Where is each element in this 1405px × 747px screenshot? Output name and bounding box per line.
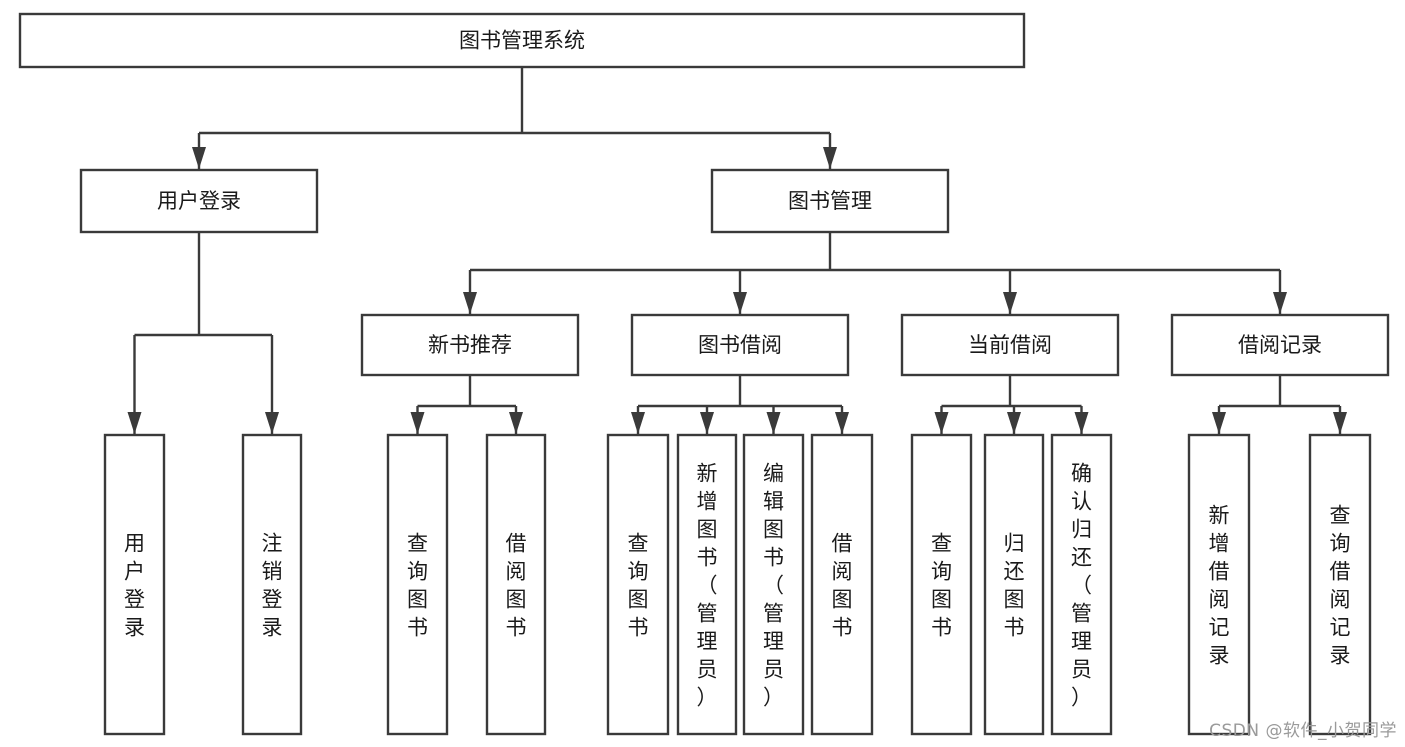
leaf-node-7[interactable]: 借阅图书 xyxy=(810,433,874,736)
leaf-node-box[interactable] xyxy=(103,433,166,736)
leaf-node-box[interactable] xyxy=(910,433,973,736)
arrow-head-icon xyxy=(1212,412,1226,434)
arrow-head-icon xyxy=(127,412,142,434)
arrow-head-icon xyxy=(700,412,714,434)
root-node-label: 图书管理系统 xyxy=(459,29,585,53)
arrow-head-icon xyxy=(823,147,837,169)
leaf-node-12[interactable]: 查询借阅记录 xyxy=(1308,433,1372,736)
leaf-node-9[interactable]: 归还图书 xyxy=(983,433,1045,736)
arrow-head-icon xyxy=(463,292,477,314)
arrow-head-icon xyxy=(1003,292,1017,314)
leaf-node-10[interactable]: 确认归还（管理员） xyxy=(1050,433,1113,736)
arrow-head-icon xyxy=(631,412,645,434)
level2-node-box[interactable] xyxy=(710,168,950,234)
leaf-node-label: 新增图书（管理员） xyxy=(697,461,718,709)
arrow-head-icon xyxy=(509,412,523,434)
leaf-node-5[interactable]: 新增图书（管理员） xyxy=(676,433,738,736)
level2-node-1[interactable]: 图书管理 xyxy=(710,168,950,234)
level3-node-1[interactable]: 图书借阅 xyxy=(630,313,850,377)
connector-layer xyxy=(127,67,1347,434)
leaf-node-box[interactable] xyxy=(810,433,874,736)
leaf-node-4[interactable]: 查询图书 xyxy=(606,433,670,736)
leaf-node-box[interactable] xyxy=(241,433,303,736)
leaf-node-label: 新增借阅记录 xyxy=(1209,503,1230,667)
leaf-node-label: 确认归还（管理员） xyxy=(1071,461,1092,709)
leaf-node-box[interactable] xyxy=(606,433,670,736)
arrow-head-icon xyxy=(934,412,949,434)
leaf-node-label: 编辑图书（管理员） xyxy=(763,461,784,709)
leaf-node-box[interactable] xyxy=(485,433,547,736)
arrow-head-icon xyxy=(733,292,747,314)
leaf-node-label: 注销登录 xyxy=(262,531,283,639)
level3-node-3[interactable]: 借阅记录 xyxy=(1170,313,1390,377)
level3-node-box[interactable] xyxy=(630,313,850,377)
leaf-node-label: 借阅图书 xyxy=(832,531,853,639)
leaf-node-box[interactable] xyxy=(1308,433,1372,736)
arrow-head-icon xyxy=(835,412,849,434)
leaf-node-box[interactable] xyxy=(1050,433,1113,736)
leaf-node-label: 用户登录 xyxy=(124,531,145,639)
level2-node-box[interactable] xyxy=(79,168,319,234)
leaf-node-0[interactable]: 用户登录 xyxy=(103,433,166,736)
arrow-head-icon xyxy=(1074,412,1089,434)
level3-node-label: 新书推荐 xyxy=(428,333,512,357)
level3-node-label: 图书借阅 xyxy=(698,333,782,357)
level3-node-0[interactable]: 新书推荐 xyxy=(360,313,580,377)
leaf-node-1[interactable]: 注销登录 xyxy=(241,433,303,736)
arrow-head-icon xyxy=(265,412,279,434)
level2-node-0[interactable]: 用户登录 xyxy=(79,168,319,234)
level2-node-label: 图书管理 xyxy=(788,189,872,213)
leaf-node-2[interactable]: 查询图书 xyxy=(386,433,449,736)
level3-node-label: 当前借阅 xyxy=(968,333,1052,357)
leaf-node-box[interactable] xyxy=(742,433,805,736)
leaf-node-label: 查询图书 xyxy=(931,531,952,639)
arrow-head-icon xyxy=(192,147,206,169)
arrow-head-icon xyxy=(1273,292,1287,314)
level3-node-box[interactable] xyxy=(900,313,1120,377)
arrow-head-icon xyxy=(1333,412,1347,434)
leaf-node-label: 查询图书 xyxy=(407,531,428,639)
leaf-node-8[interactable]: 查询图书 xyxy=(910,433,973,736)
level2-node-label: 用户登录 xyxy=(157,189,241,213)
leaf-node-box[interactable] xyxy=(1187,433,1251,736)
leaf-node-6[interactable]: 编辑图书（管理员） xyxy=(742,433,805,736)
leaf-node-label: 查询借阅记录 xyxy=(1330,503,1351,667)
level3-node-box[interactable] xyxy=(1170,313,1390,377)
root-node-0[interactable]: 图书管理系统 xyxy=(18,12,1026,69)
arrow-head-icon xyxy=(766,412,781,434)
level3-node-label: 借阅记录 xyxy=(1238,333,1322,357)
leaf-node-11[interactable]: 新增借阅记录 xyxy=(1187,433,1251,736)
leaf-node-box[interactable] xyxy=(983,433,1045,736)
leaf-node-label: 查询图书 xyxy=(628,531,649,639)
level3-node-2[interactable]: 当前借阅 xyxy=(900,313,1120,377)
leaf-node-box[interactable] xyxy=(676,433,738,736)
leaf-node-label: 归还图书 xyxy=(1004,531,1025,639)
leaf-node-label: 借阅图书 xyxy=(506,531,527,639)
leaf-node-3[interactable]: 借阅图书 xyxy=(485,433,547,736)
node-layer: 图书管理系统用户登录图书管理新书推荐图书借阅当前借阅借阅记录用户登录注销登录查询… xyxy=(18,12,1390,736)
level3-node-box[interactable] xyxy=(360,313,580,377)
arrow-head-icon xyxy=(1007,412,1021,434)
arrow-head-icon xyxy=(410,412,425,434)
leaf-node-box[interactable] xyxy=(386,433,449,736)
root-node-box[interactable] xyxy=(18,12,1026,69)
